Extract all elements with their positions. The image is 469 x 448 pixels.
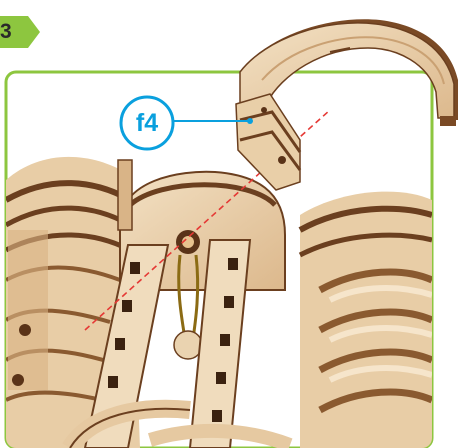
engine-model [6, 157, 432, 448]
callout-label: f4 [123, 105, 171, 141]
step-number: 3 [0, 22, 24, 42]
right-chain-stack [300, 192, 432, 448]
callout-anchor-dot [247, 118, 253, 124]
